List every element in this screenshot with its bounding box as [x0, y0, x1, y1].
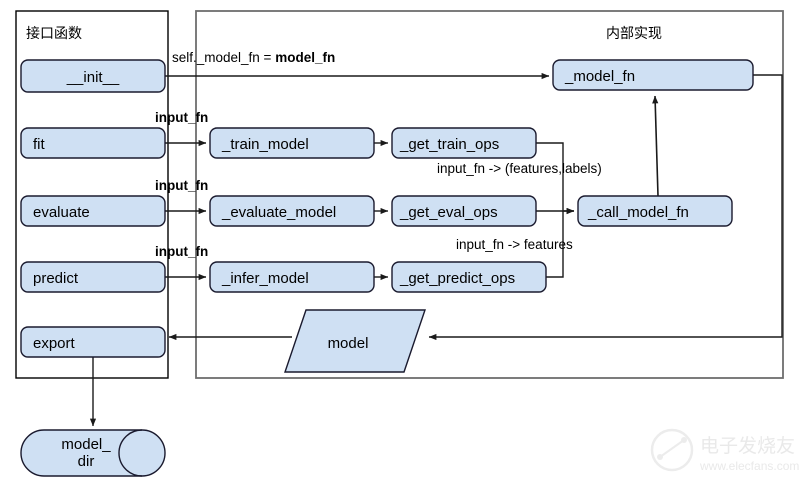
node-model-fn[interactable]: _model_fn — [552, 59, 754, 91]
node-init[interactable]: __init__ — [20, 59, 166, 93]
node-export[interactable]: export — [20, 326, 166, 358]
node-init-label: __init__ — [66, 69, 120, 86]
edge-model-fn-to-model — [428, 74, 783, 341]
node-model-dir-label-line1: model_ — [61, 436, 111, 453]
node-evaluate-label: evaluate — [33, 204, 90, 221]
node-get-predict-ops[interactable]: _get_predict_ops — [391, 261, 547, 293]
edge-get-train-ops-to-call-model-fn — [536, 142, 575, 215]
node-predict-label: predict — [33, 270, 79, 287]
node-get-eval-ops[interactable]: _get_eval_ops — [391, 195, 537, 227]
node-predict[interactable]: predict — [20, 261, 166, 293]
node-get-eval-ops-label: _get_eval_ops — [399, 204, 498, 221]
node-model-dir-label-line2: dir — [78, 453, 95, 470]
node-model-dir[interactable]: model_ dir — [20, 429, 166, 477]
node-fit[interactable]: fit — [20, 127, 166, 159]
node-get-train-ops[interactable]: _get_train_ops — [391, 127, 537, 159]
node-fit-label: fit — [33, 136, 46, 153]
edge-label-init-assign-plain: self._model_fn = — [172, 50, 275, 65]
watermark-line2: www.elecfans.com — [699, 459, 799, 473]
edge-call-model-fn-to-model-fn — [652, 95, 659, 197]
edge-get-predict-ops-to-call-model-fn — [546, 211, 564, 278]
node-evaluate-model[interactable]: _evaluate_model — [209, 195, 375, 227]
node-model-label: model — [328, 335, 369, 352]
watermark: 电子发烧友 www.elecfans.com — [650, 428, 799, 473]
group-interface: 接口函数 — [15, 10, 169, 379]
svg-text:self._model_fn = model_fn: self._model_fn = model_fn — [172, 50, 335, 65]
group-internal-title: 内部实现 — [606, 25, 662, 41]
edge-label-init-assign-bold: model_fn — [275, 50, 335, 65]
edge-label-train-signature: input_fn -> (features,labels) — [437, 161, 602, 176]
node-call-model-fn[interactable]: _call_model_fn — [577, 195, 733, 227]
node-train-model[interactable]: _train_model — [209, 127, 375, 159]
node-evaluate[interactable]: evaluate — [20, 195, 166, 227]
node-evaluate-model-label: _evaluate_model — [221, 204, 336, 221]
group-internal: 内部实现 — [195, 10, 784, 379]
edge-label-evaluate-input-fn: input_fn — [155, 178, 208, 193]
edge-label-eval-signature: input_fn -> features — [456, 237, 573, 252]
node-export-label: export — [33, 335, 76, 352]
node-infer-model[interactable]: _infer_model — [209, 261, 375, 293]
edge-label-init-assign: self._model_fn = model_fn — [172, 50, 335, 65]
node-model[interactable]: model — [284, 309, 426, 373]
node-get-train-ops-label: _get_train_ops — [399, 136, 499, 153]
node-train-model-label: _train_model — [221, 136, 309, 153]
node-infer-model-label: _infer_model — [221, 270, 309, 287]
edge-label-predict-input-fn: input_fn — [155, 244, 208, 259]
group-interface-title: 接口函数 — [26, 25, 82, 41]
node-model-fn-label: _model_fn — [564, 68, 635, 85]
watermark-line1: 电子发烧友 — [700, 435, 795, 457]
node-call-model-fn-label: _call_model_fn — [587, 204, 689, 221]
node-get-predict-ops-label: _get_predict_ops — [399, 270, 515, 287]
edge-label-fit-input-fn: input_fn — [155, 110, 208, 125]
